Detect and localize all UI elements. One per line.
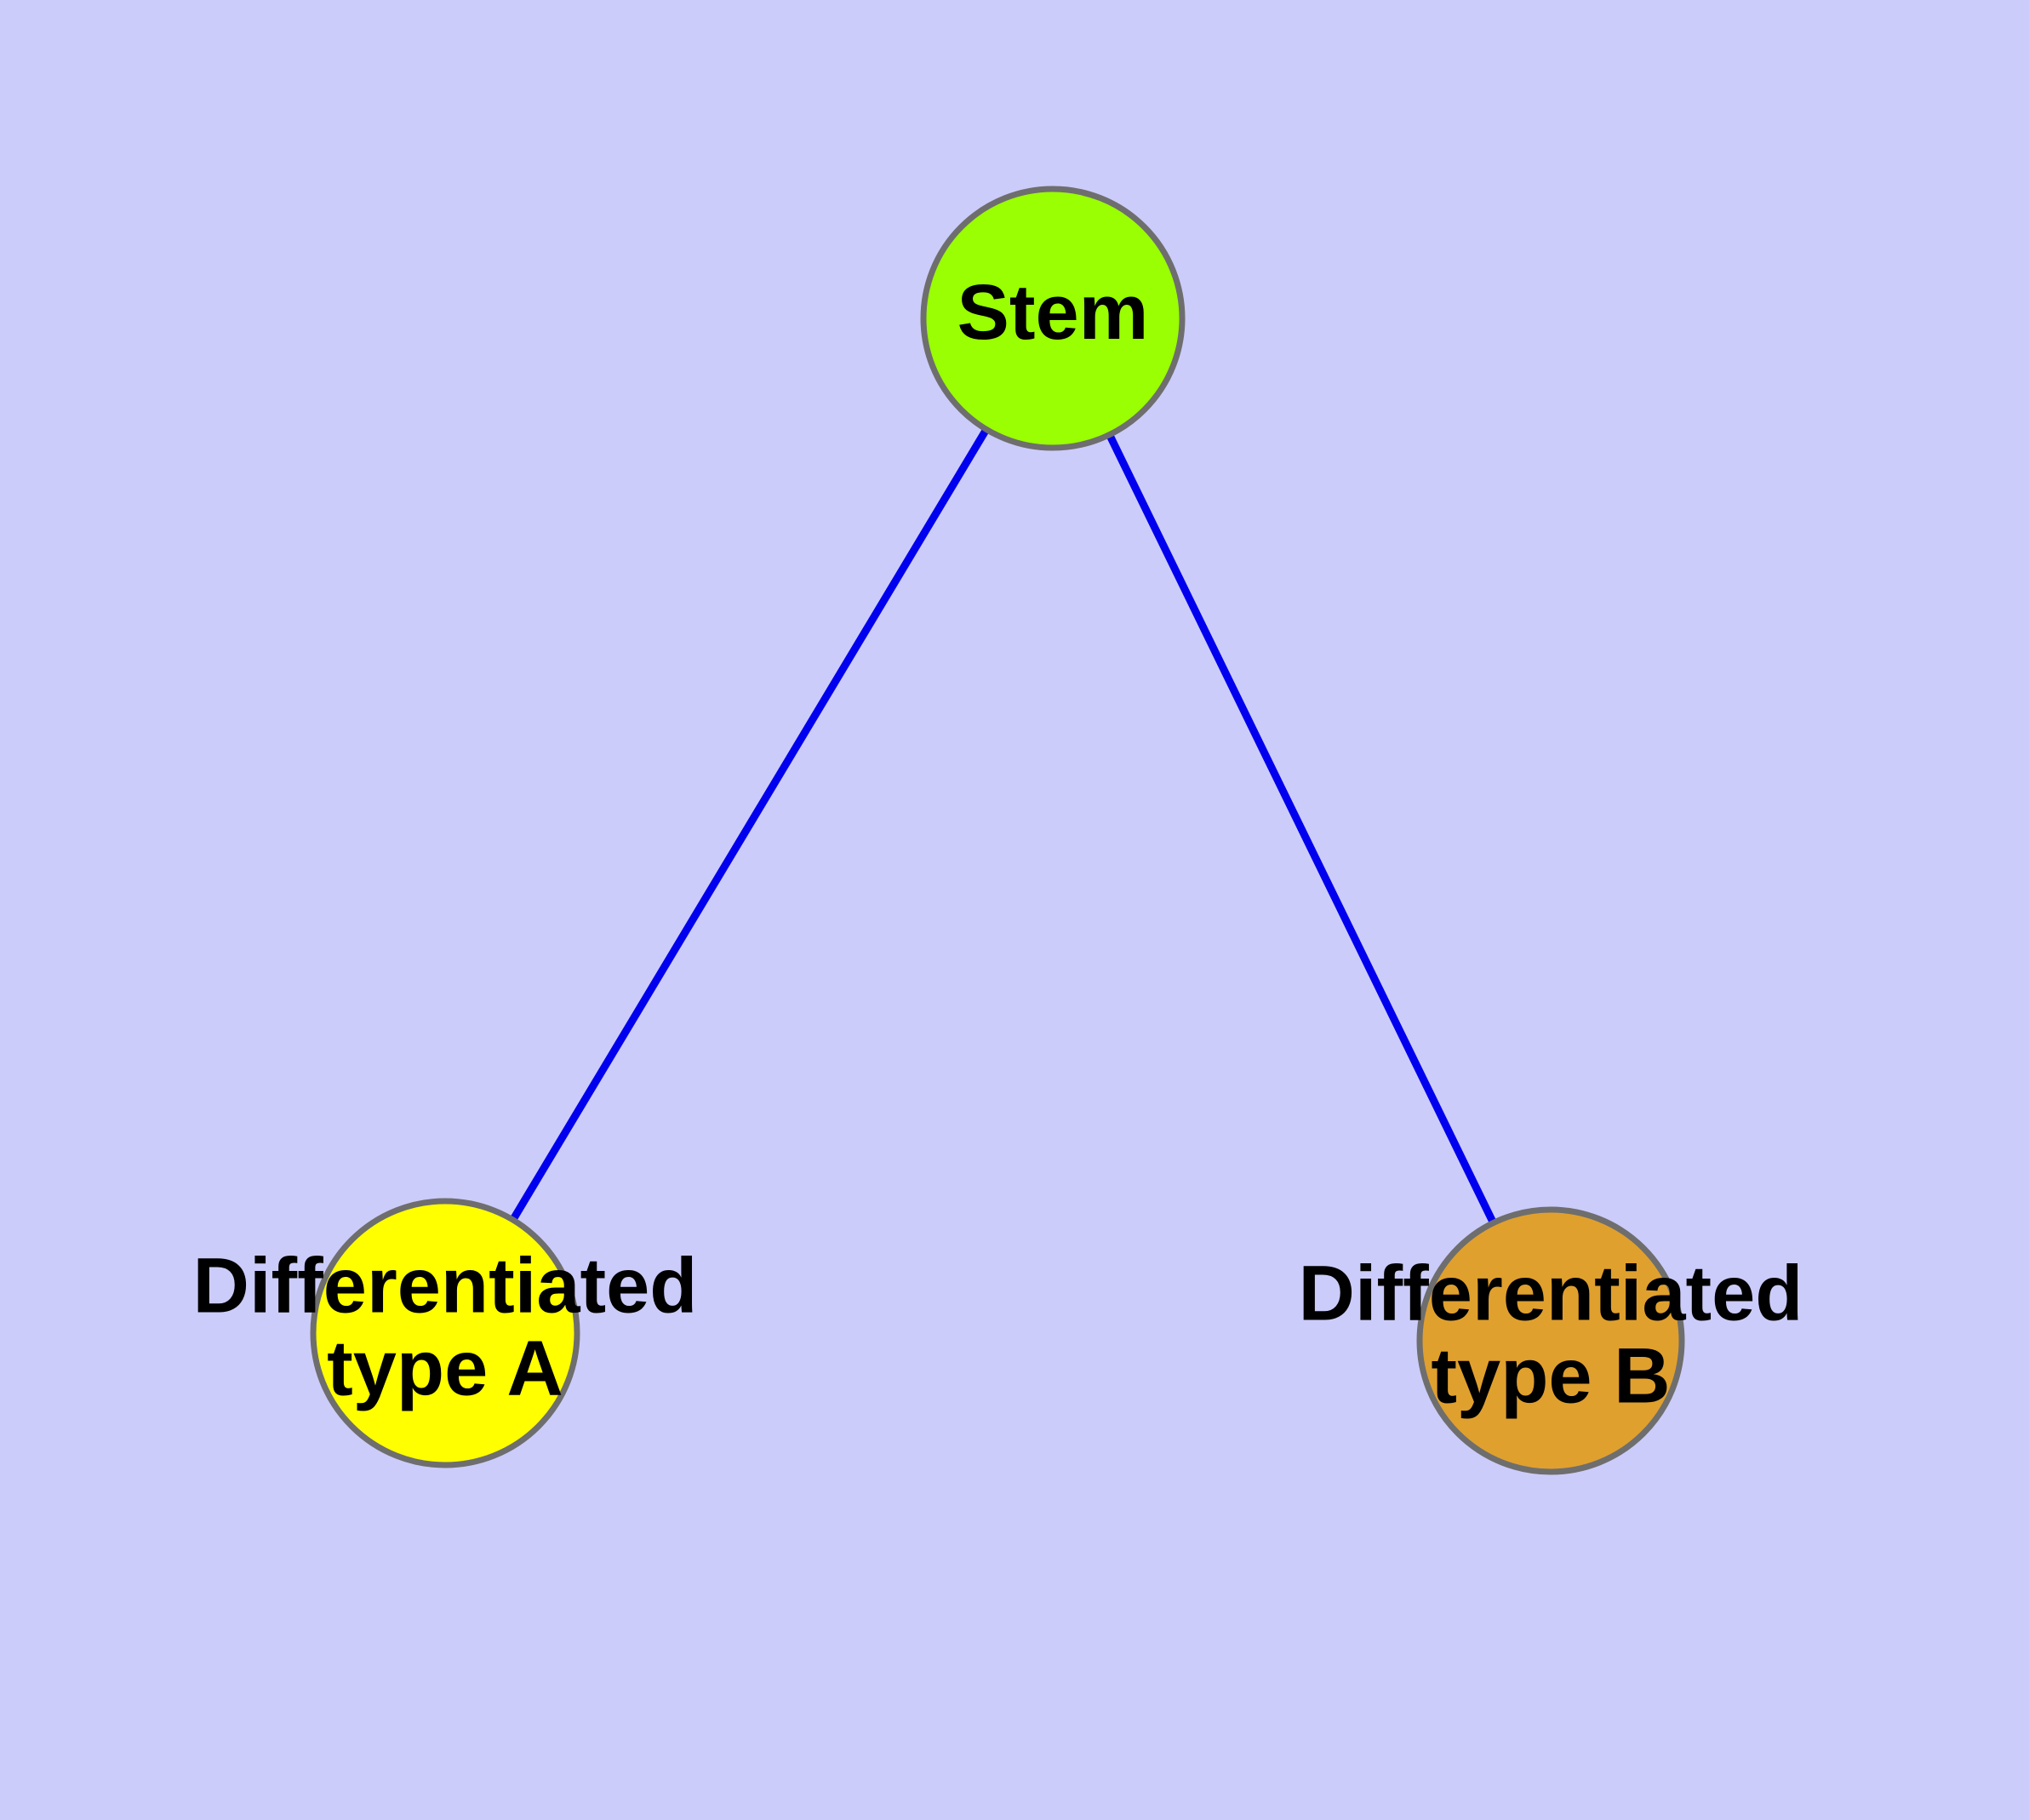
node-label-line: Differentiated [193, 1243, 698, 1330]
node-label-stem: Stem [957, 269, 1149, 356]
edges-group [509, 427, 1497, 1225]
node-circle-diff_b[interactable] [1416, 1206, 1685, 1475]
edge-stem-diff-b[interactable] [1106, 432, 1497, 1225]
node-label-line: type A [327, 1325, 563, 1412]
node-circle-diff_a[interactable] [310, 1198, 580, 1468]
node-label-line: type B [1431, 1333, 1670, 1420]
nodes-group [310, 186, 1685, 1475]
node-label-line: Differentiated [1299, 1251, 1803, 1337]
node-label-line: Stem [957, 269, 1149, 356]
node-circle-stem[interactable] [920, 186, 1186, 451]
edge-stem-diff-a[interactable] [509, 427, 990, 1222]
